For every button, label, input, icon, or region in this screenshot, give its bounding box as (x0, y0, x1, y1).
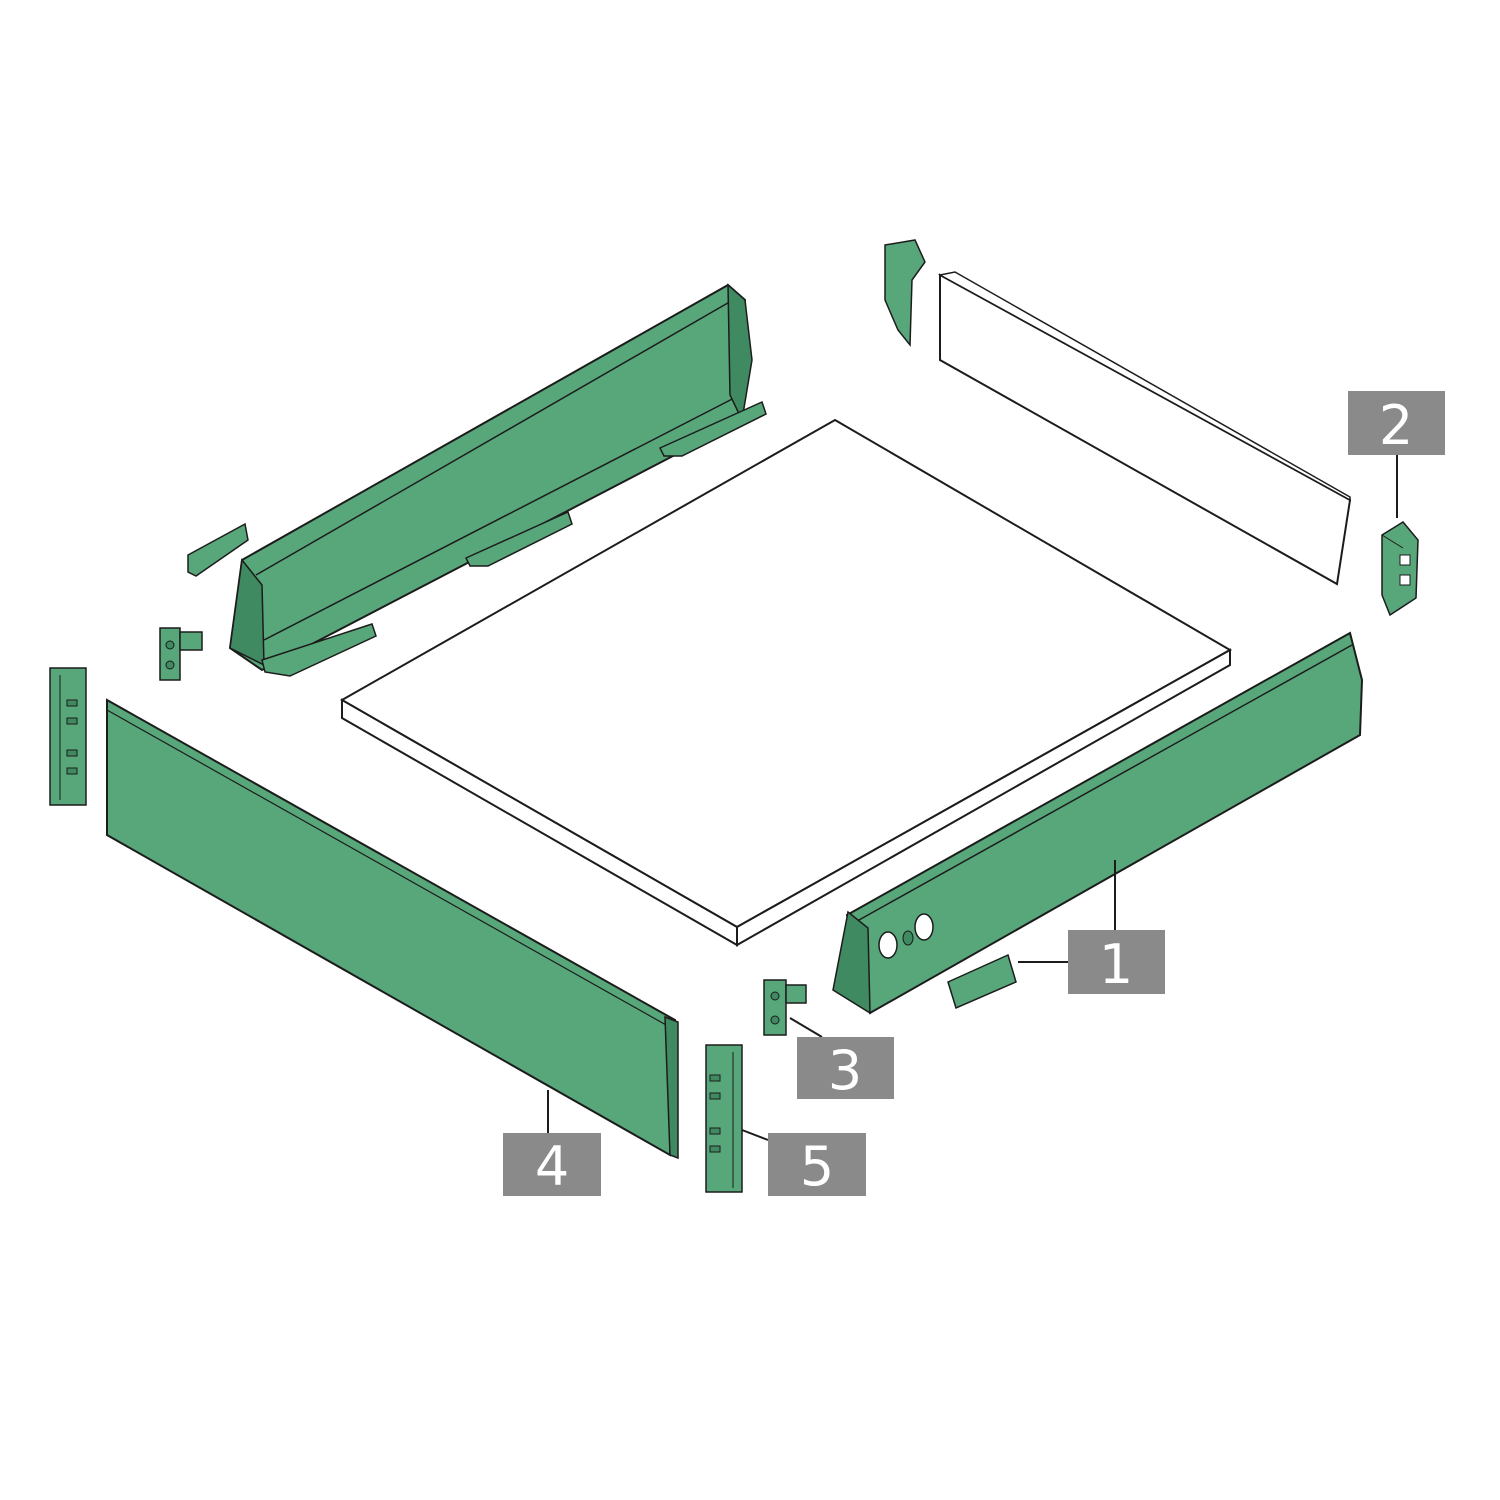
right-side-profile (832, 631, 1364, 1015)
front-panel-end (664, 1015, 679, 1160)
front-adapter-right (705, 1044, 743, 1193)
callout-1: 1 (1068, 930, 1165, 996)
callout-4: 4 (503, 1133, 601, 1198)
profile-hole (878, 931, 898, 959)
front-fixing-bracket-right (763, 979, 807, 1036)
callout-label: 5 (800, 1135, 834, 1198)
leader-line-5 (741, 1129, 769, 1141)
left-side-profile-lower-edge (263, 394, 741, 641)
runner-tab (261, 623, 377, 677)
rear-bracket-left (884, 239, 926, 348)
callout-box (797, 1037, 894, 1099)
runner-tab (464, 510, 573, 567)
profile-cover-cap (947, 953, 1017, 1010)
back-board (937, 271, 1352, 586)
runner-tab (658, 400, 767, 457)
left-side-profile-rear-cap (727, 283, 753, 423)
right-side-profile-top-edge (849, 644, 1353, 926)
callout-5: 5 (768, 1133, 866, 1198)
right-side-profile-end-cap (832, 910, 871, 1015)
left-side-profile-end-cap (229, 558, 265, 667)
small-clip-left-top (187, 522, 249, 577)
front-panel (106, 698, 679, 1160)
profile-hole (914, 913, 934, 941)
profile-hole (902, 930, 914, 946)
front-adapter-left (49, 667, 87, 806)
leader-lines (547, 455, 1398, 1141)
callout-box (1068, 930, 1165, 994)
front-fixing-bracket-left (159, 627, 203, 681)
front-panel-top-edge (106, 709, 676, 1031)
callout-label: 4 (535, 1135, 569, 1198)
leader-line-3 (789, 1017, 823, 1038)
left-side-profile-crease (255, 299, 734, 576)
callout-box (768, 1133, 866, 1196)
bottom-board-edge-left (341, 698, 738, 947)
callout-box (1348, 391, 1445, 455)
callout-2: 2 (1348, 391, 1445, 457)
callout-box (503, 1133, 601, 1196)
callout-label: 2 (1379, 394, 1413, 457)
rear-bracket-right (1381, 521, 1419, 617)
callout-label: 1 (1099, 933, 1133, 996)
left-side-profile (228, 283, 767, 677)
back-board-top (937, 271, 1351, 502)
callout-label: 3 (828, 1039, 862, 1102)
callout-3: 3 (797, 1037, 894, 1102)
bottom-board (339, 418, 1233, 947)
